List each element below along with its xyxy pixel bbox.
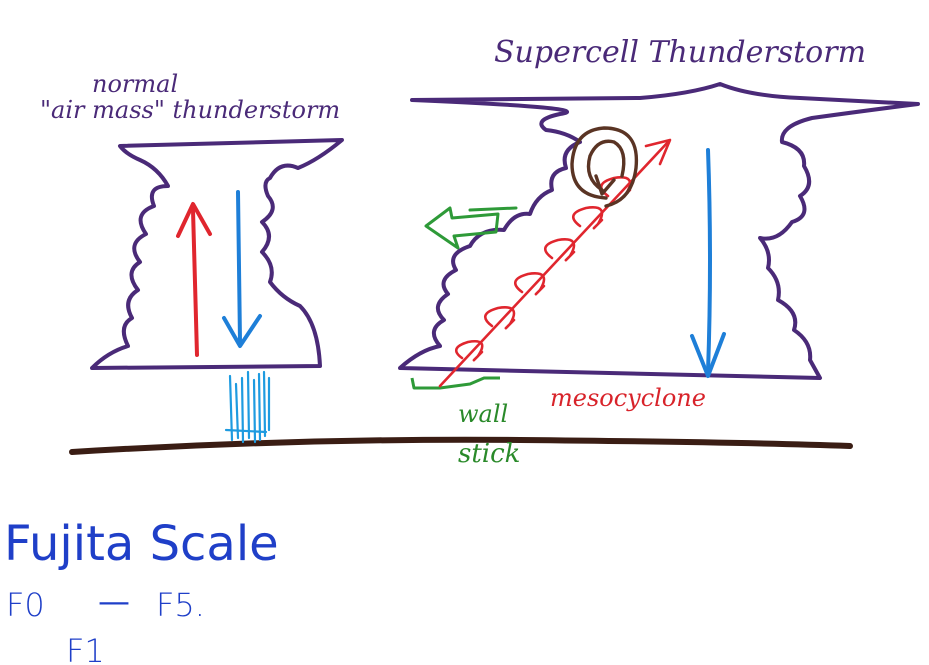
- mesocyclone-updraft: [438, 138, 672, 388]
- rain-shaft-icon: [224, 370, 271, 444]
- inflow-arrow-icon: [424, 206, 518, 250]
- fujita-range-end: F5.: [156, 586, 205, 624]
- wall-cloud-outline: [410, 376, 500, 390]
- right-storm-cloud-outline: [398, 82, 920, 380]
- ground-line: [69, 436, 853, 455]
- fujita-range-start: F0: [6, 586, 45, 624]
- label-mesocyclone: mesocyclone: [550, 384, 706, 412]
- right-storm-title: Supercell Thunderstorm: [494, 35, 866, 70]
- label-wall: wall: [458, 400, 508, 428]
- arrow-up-icon: [176, 202, 212, 357]
- label-stick: stick: [458, 439, 520, 469]
- left-storm-cloud-outline: [90, 138, 344, 370]
- fujita-heading: Fujita Scale: [4, 516, 279, 572]
- fujita-line2: F1: [66, 632, 105, 665]
- left-storm-title-line2: "air mass" thunderstorm: [40, 96, 340, 124]
- rotation-loop-icon: [570, 126, 639, 208]
- fujita-range-dash: —: [98, 582, 130, 620]
- left-storm-title-line1: normal: [92, 70, 178, 98]
- arrow-down-icon: [222, 190, 262, 348]
- supercell-downdraft-arrow-icon: [690, 148, 726, 378]
